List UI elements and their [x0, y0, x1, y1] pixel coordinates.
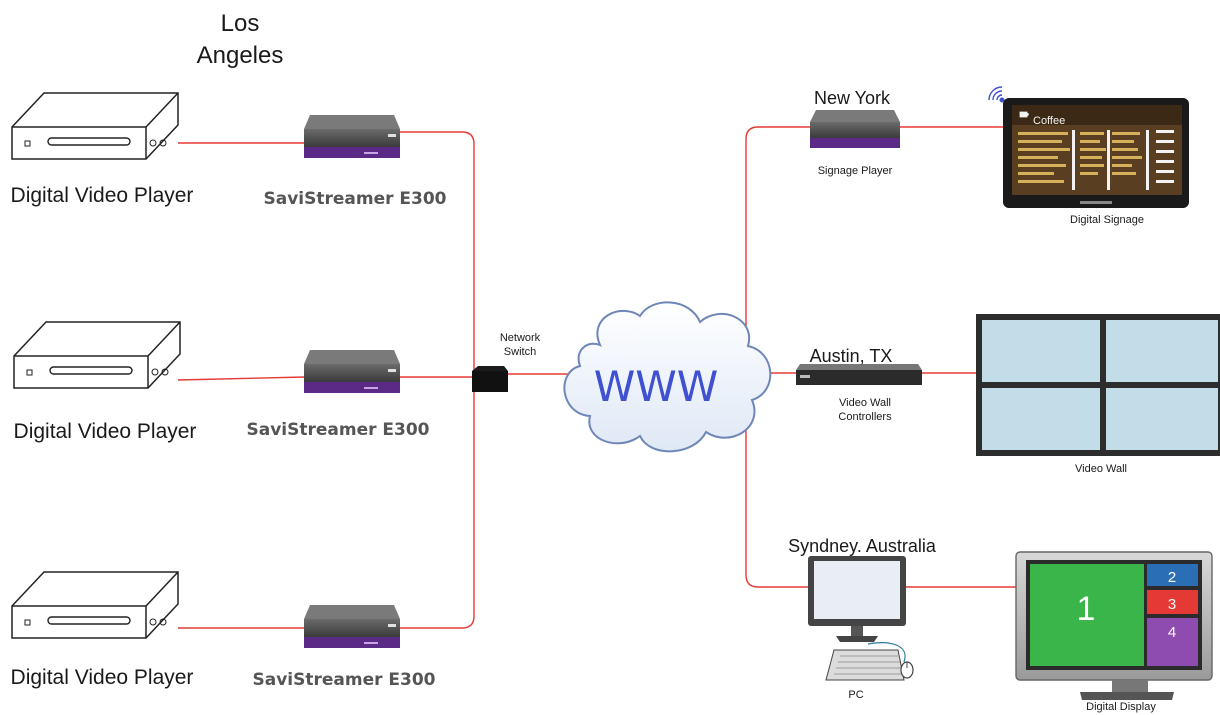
- digital-video-player-3: [11, 571, 179, 639]
- video-wall-display: [976, 314, 1220, 456]
- link-player2-streamer2: [177, 376, 306, 381]
- signage-player-label: Signage Player: [817, 165, 893, 177]
- video-wall-controller-device: [796, 364, 922, 385]
- city-label-sydney: Syndney. Australia: [788, 536, 936, 556]
- savistreamer-device-2: [304, 350, 400, 393]
- site-label-los-angeles: Los Angeles: [196, 10, 284, 69]
- streamer-label-1: SaviStreamer E300: [263, 189, 447, 209]
- savistreamer-device-3: [304, 605, 400, 648]
- display-tile-4: 4: [1168, 624, 1176, 641]
- streamer-label-3: SaviStreamer E300: [252, 670, 436, 690]
- savistreamer-device-1: [304, 115, 400, 158]
- network-switch-device: [472, 366, 508, 392]
- digital-display-label: Digital Display: [1086, 701, 1156, 713]
- display-tile-2: 2: [1168, 569, 1176, 586]
- city-label-austin: Austin, TX: [809, 346, 893, 366]
- pc-label: PC: [848, 689, 864, 701]
- player-label-3: Digital Video Player: [10, 666, 194, 689]
- pc-computer: [808, 556, 914, 681]
- digital-video-player-2: [13, 321, 181, 389]
- cloud-label: WWW: [594, 362, 719, 411]
- wireless-icon: [988, 86, 1005, 103]
- player-label-1: Digital Video Player: [10, 184, 194, 207]
- network-switch-label: Network Switch: [499, 332, 541, 358]
- digital-video-player-1: [11, 92, 179, 160]
- internet-cloud: [563, 301, 772, 453]
- digital-display-monitor: [1015, 551, 1213, 700]
- digital-signage-screen: [1003, 98, 1189, 208]
- signage-screen-title: Coffee: [1033, 115, 1065, 127]
- digital-signage-label: Digital Signage: [1070, 214, 1144, 226]
- display-tile-1: 1: [1077, 590, 1096, 628]
- player-label-2: Digital Video Player: [13, 420, 197, 443]
- city-label-new-york: New York: [813, 88, 891, 108]
- video-wall-controllers-label: Video Wall Controllers: [838, 397, 892, 423]
- display-tile-3: 3: [1168, 596, 1176, 613]
- streamer-label-2: SaviStreamer E300: [246, 420, 430, 440]
- video-wall-label: Video Wall: [1075, 463, 1127, 475]
- signage-player-device: [810, 110, 900, 148]
